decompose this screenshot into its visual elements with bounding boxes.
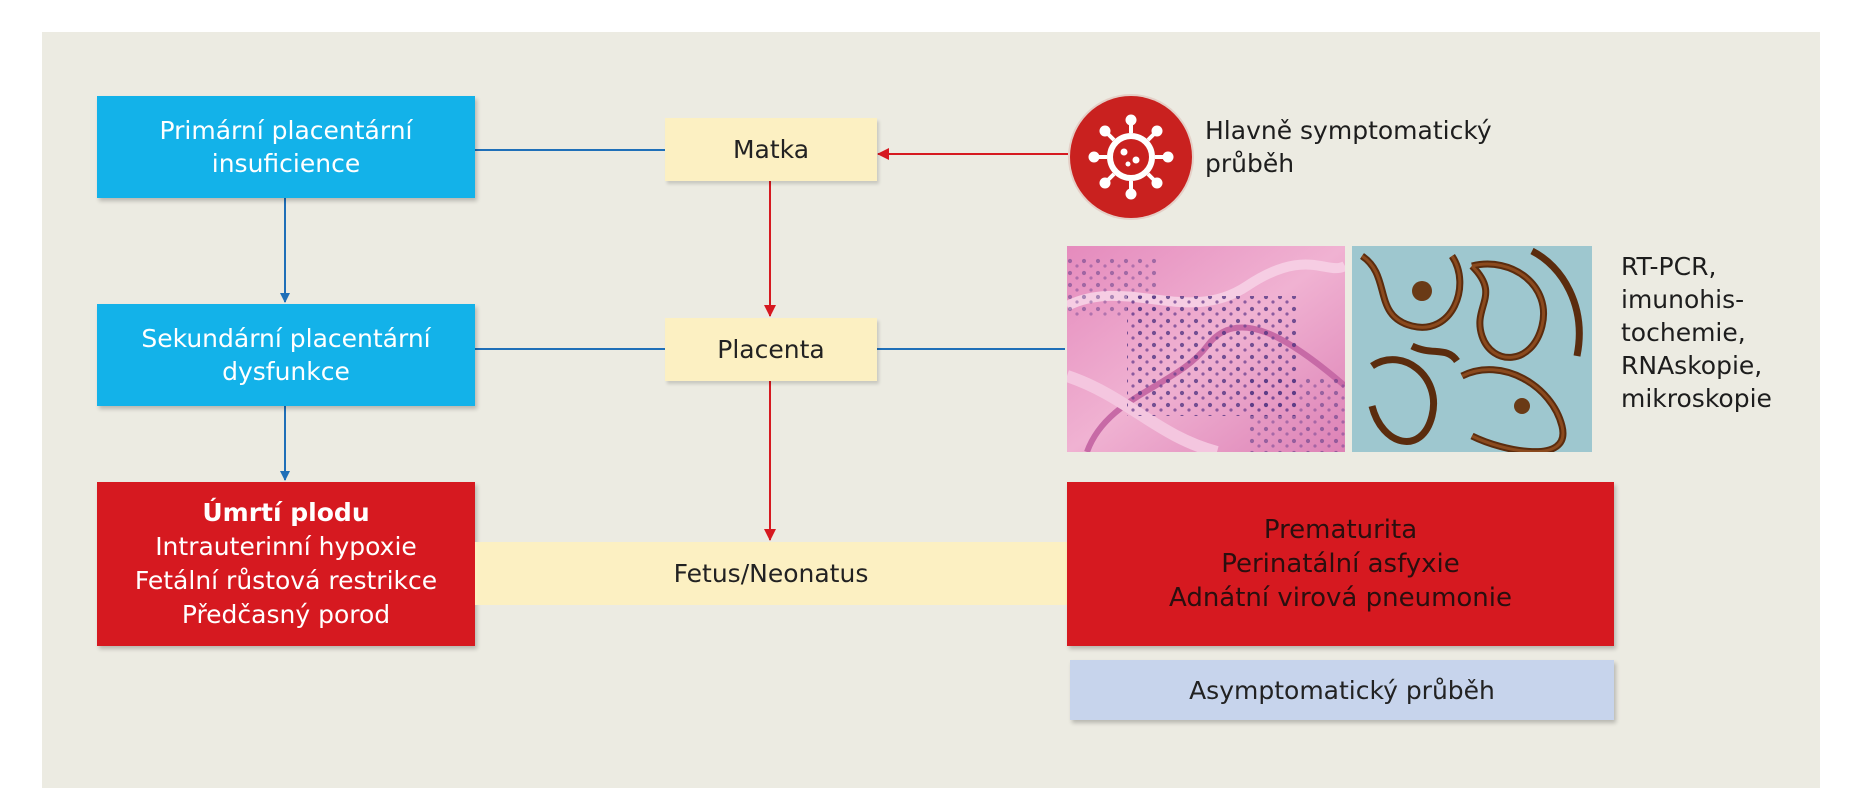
symptomatic-course-label: Hlavně symptomatický průběh — [1205, 114, 1492, 180]
placenta-label: Placenta — [717, 335, 825, 364]
asymptomatic-label: Asymptomatický průběh — [1189, 675, 1495, 705]
neonatal-line-3: Adnátní virová pneumonie — [1168, 583, 1512, 614]
histology-he-image — [1067, 246, 1345, 452]
fetal-death-line-4: Předčasný porod — [181, 600, 391, 629]
secondary-line-2: dysfunkce — [222, 357, 350, 386]
neonatal-line-2: Perinatální asfyxie — [1221, 548, 1460, 579]
virus-icon-glyph — [1088, 114, 1174, 200]
symptomatic-line-1: Hlavně symptomatický — [1205, 116, 1492, 145]
fetal-death-box: Úmrtí plodu Intrauterinní hypoxie Fetáln… — [97, 482, 475, 646]
fetal-death-line-3: Fetální růstová restrikce — [134, 566, 438, 595]
symptomatic-line-2: průběh — [1205, 149, 1295, 178]
neonatal-outcomes-box: Prematurita Perinatální asfyxie Adnátní … — [1067, 482, 1614, 646]
virus-icon — [1070, 96, 1192, 218]
primary-line-2: insuficience — [211, 149, 361, 178]
neonatal-line-1: Prematurita — [1263, 514, 1418, 545]
fetus-neonatus-label: Fetus/Neonatus — [673, 559, 869, 588]
secondary-placental-dysfunction-box: Sekundární placentární dysfunkce — [97, 304, 475, 406]
methods-line-5: mikroskopie — [1621, 384, 1772, 413]
mother-label: Matka — [732, 135, 810, 164]
methods-line-2: imunohis- — [1621, 285, 1745, 314]
secondary-line-1: Sekundární placentární — [141, 324, 431, 353]
primary-line-1: Primární placentární — [159, 116, 413, 145]
asymptomatic-course-box: Asymptomatický průběh — [1070, 660, 1614, 720]
primary-placental-insufficiency-box: Primární placentární insuficience — [97, 96, 475, 198]
fetal-death-line-2: Intrauterinní hypoxie — [155, 532, 417, 561]
mother-box: Matka — [665, 118, 877, 181]
placenta-box: Placenta — [665, 318, 877, 381]
methods-label: RT-PCR, imunohis- tochemie, RNAskopie, m… — [1621, 250, 1772, 415]
histology-ihc-image — [1352, 246, 1592, 452]
methods-line-1: RT-PCR, — [1621, 252, 1717, 281]
methods-line-4: RNAskopie, — [1621, 351, 1763, 380]
fetus-neonatus-box: Fetus/Neonatus — [475, 542, 1067, 605]
fetal-death-heading: Úmrtí plodu — [202, 498, 370, 527]
methods-line-3: tochemie, — [1621, 318, 1746, 347]
